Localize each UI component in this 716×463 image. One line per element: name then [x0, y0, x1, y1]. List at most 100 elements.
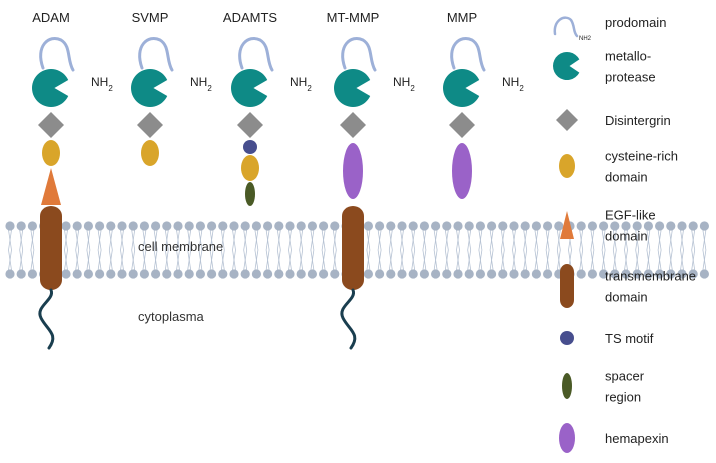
lipid-head [263, 269, 273, 279]
lipid [621, 221, 631, 279]
disintergrin-shape [38, 112, 64, 138]
lipid-head [677, 269, 687, 279]
legend-label: Disintergrin [605, 113, 671, 128]
lipid-head [520, 221, 530, 231]
lipid-head [95, 221, 105, 231]
lipid-head [587, 269, 598, 279]
legend-item-prodomain: NH2 prodomain [553, 15, 666, 42]
lipid [128, 221, 138, 279]
lipid-head [599, 221, 609, 231]
lipid-head [151, 269, 161, 279]
legend-item-hemapexin: hemapexin [559, 423, 669, 453]
lipid [61, 221, 71, 279]
lipid-head [5, 269, 15, 279]
lipid [207, 221, 217, 279]
lipid-head [173, 269, 183, 279]
lipid [543, 221, 553, 279]
lipid-head [419, 269, 429, 279]
ts-motif-icon [560, 331, 574, 345]
lipid-head [666, 221, 676, 231]
lipid-head [117, 269, 127, 279]
lipid-head [632, 269, 642, 279]
lipid-head [621, 221, 631, 231]
lipid-head [218, 269, 228, 279]
lipid-head [162, 221, 172, 231]
disintergrin-shape [237, 112, 263, 138]
lipid-head [397, 269, 407, 279]
lipid-head [61, 221, 71, 231]
lipid-head [554, 221, 564, 231]
lipid-head [677, 221, 687, 231]
lipid-head [274, 221, 284, 231]
lipid [677, 221, 687, 279]
legend-label: prodomain [605, 15, 666, 30]
lipid [319, 221, 329, 279]
lipid-head [655, 269, 665, 279]
lipid-head [285, 221, 295, 231]
lipid-head [599, 269, 609, 279]
lipid-head [307, 221, 317, 231]
lipid [576, 221, 586, 279]
lipid-head [699, 221, 710, 231]
lipid [330, 221, 340, 279]
lipid-head [363, 221, 373, 231]
lipid-head [5, 221, 15, 231]
lipid-head [195, 221, 205, 231]
lipid-head [509, 269, 519, 279]
lipid-head [453, 269, 463, 279]
lipid [363, 221, 373, 279]
lipid [274, 221, 284, 279]
lipid-head [251, 221, 261, 231]
lipid [599, 221, 609, 279]
legend-label: domain [605, 229, 648, 244]
metalloprotease-shape [230, 69, 268, 107]
egf-icon [560, 211, 574, 239]
lipid-head [251, 269, 261, 279]
lipid [408, 221, 418, 279]
lipid [95, 221, 105, 279]
legend-label: TS motif [605, 331, 654, 346]
lipid-head [229, 221, 239, 231]
cytoplasma-label: cytoplasma [138, 309, 205, 324]
lipid-head [195, 269, 205, 279]
prodomain-shape [238, 37, 274, 72]
legend-item-disintergrin: Disintergrin [556, 109, 671, 131]
lipid-head [386, 269, 396, 279]
lipid [162, 221, 172, 279]
lipid [16, 221, 26, 279]
lipid [554, 221, 564, 279]
lipid [453, 221, 463, 279]
lipid-head [27, 221, 37, 231]
lipid-head [139, 269, 149, 279]
column-mt-mmp: MT-MMP NH2 [327, 10, 415, 350]
spacer-icon [562, 373, 572, 399]
lipid-head [621, 269, 631, 279]
lipid [498, 221, 508, 279]
lipid-head [375, 269, 385, 279]
lipid-head [319, 221, 329, 231]
disintergrin-icon [556, 109, 578, 131]
column-title: MT-MMP [327, 10, 380, 25]
lipid [27, 221, 37, 279]
lipid-head [442, 269, 452, 279]
lipid-head [655, 221, 665, 231]
nh2-label: NH2 [393, 75, 415, 93]
lipid-head [83, 221, 93, 231]
lipid-head [386, 221, 396, 231]
cysteine-icon [559, 154, 575, 178]
lipid-head [16, 221, 26, 231]
legend-label: transmembrane [605, 269, 696, 284]
column-title: MMP [447, 10, 477, 25]
column-title: ADAMTS [223, 10, 278, 25]
lipid-head [453, 221, 463, 231]
lipid-head [442, 221, 452, 231]
prodomain-nh2: NH2 [579, 36, 592, 42]
lipid-head [509, 221, 519, 231]
